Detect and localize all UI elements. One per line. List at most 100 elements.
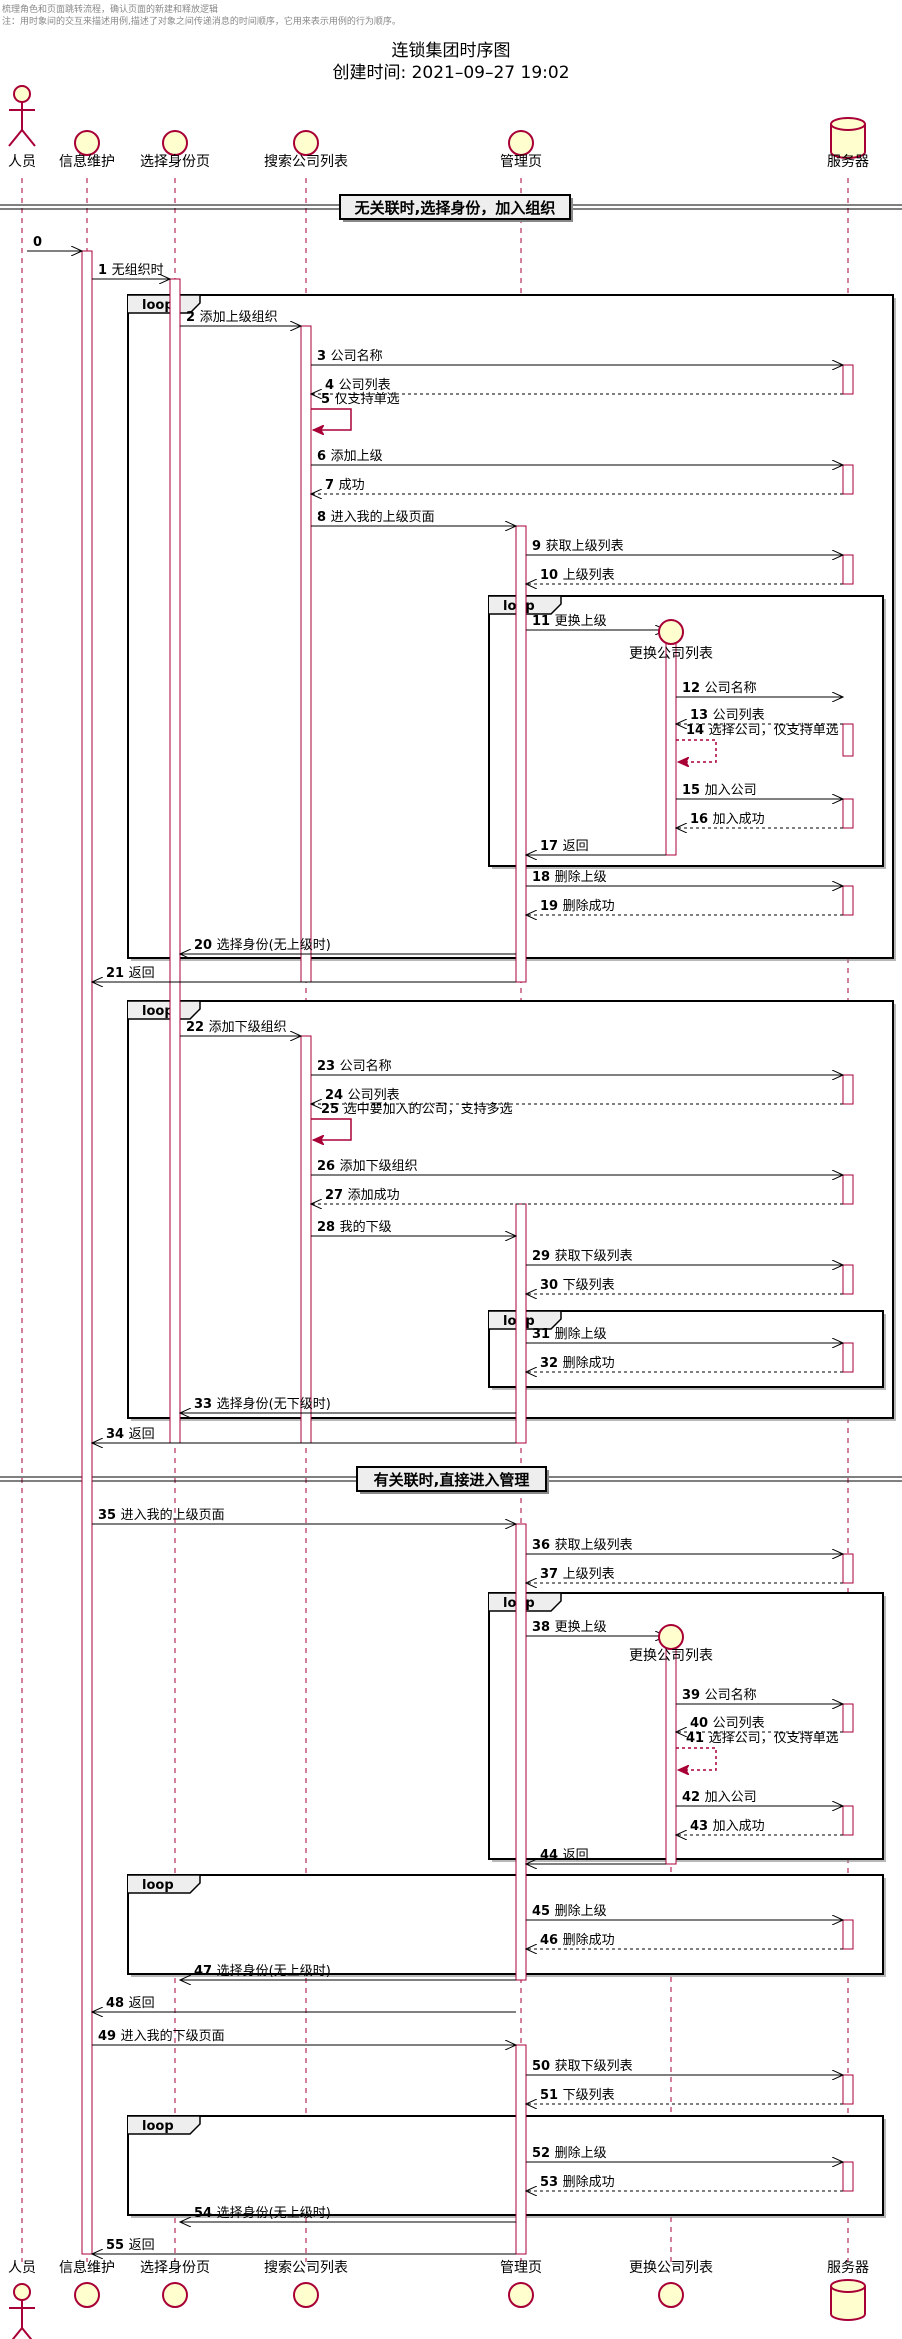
diagram-title: 连锁集团时序图: [391, 41, 511, 61]
loop-frame-5: loop: [488, 1592, 886, 1862]
message-18: 18 删除上级: [526, 870, 843, 886]
message-text: 进入我的上级页面: [121, 1507, 225, 1523]
message-20: 20 选择身份(无上级时): [180, 937, 516, 954]
message-label: 50 获取下级列表: [532, 2059, 633, 2074]
message-text: 删除上级: [555, 1904, 607, 1919]
message-label: 55 返回: [106, 2238, 155, 2253]
message-text: 进入我的上级页面: [331, 509, 435, 525]
message-label: 10 上级列表: [540, 568, 615, 583]
message-number: 35: [98, 1508, 121, 1523]
message-number: 25: [321, 1102, 344, 1117]
message-label: 51 下级列表: [540, 2088, 615, 2103]
message-text: 我的下级: [340, 1219, 392, 1235]
message-label: 38 更换上级: [532, 1620, 607, 1635]
message-number: 32: [540, 1356, 563, 1371]
message-text: 仅支持单选: [335, 392, 400, 407]
actor-icon: [9, 2283, 35, 2339]
message-text: 下级列表: [563, 2088, 615, 2103]
message-text: 成功: [339, 478, 365, 493]
message-text: 添加上级组织: [200, 310, 278, 325]
message-label: 44 返回: [540, 1848, 589, 1863]
message-number: 22: [186, 1020, 209, 1035]
message-48: 48 返回: [92, 1996, 516, 2012]
message-number: 51: [540, 2088, 563, 2103]
message-number: 20: [194, 938, 217, 953]
participant-label: 更换公司列表: [629, 2259, 713, 2276]
message-text: 无组织时: [112, 263, 164, 278]
loop-frame-6: loop: [127, 1874, 886, 1977]
participant-label: 更换公司列表: [629, 645, 713, 662]
database-icon: [830, 117, 866, 159]
message-22: 22 添加下级组织: [180, 1020, 301, 1036]
message-number: 38: [532, 1620, 555, 1635]
participant-label: 更换公司列表: [629, 1647, 713, 1664]
activation-server: [842, 1805, 854, 1836]
loop-frame-7: loop: [127, 2115, 886, 2218]
message-text: 选择公司，仅支持单选: [709, 1731, 839, 1746]
participant-user-top: 人员: [8, 85, 36, 170]
activation-server: [842, 1264, 854, 1295]
database-icon: [830, 2279, 866, 2321]
boundary-icon: [293, 130, 319, 156]
loop-label: loop: [142, 298, 174, 313]
message-32: 32 删除成功: [526, 1356, 843, 1372]
message-label: 26 添加下级组织: [317, 1159, 418, 1174]
message-label: 48 返回: [106, 1996, 155, 2011]
message-text: 上级列表: [563, 1567, 615, 1582]
participant-manage-top: 管理页: [500, 130, 542, 170]
message-label: 2 添加上级组织: [186, 310, 278, 325]
boundary-icon: [162, 130, 188, 156]
message-6: 6 添加上级: [311, 449, 843, 465]
participant-label: 人员: [8, 2260, 36, 2276]
boundary-icon: [74, 130, 100, 156]
message-41: 41 选择公司，仅支持单选: [676, 1731, 839, 1770]
activation-search: [300, 1035, 312, 1444]
message-44: 44 返回: [526, 1848, 666, 1864]
message-label: 54 选择身份(无上级时): [194, 2205, 331, 2221]
message-number: 48: [106, 1996, 129, 2011]
message-label: 18 删除上级: [532, 870, 607, 885]
message-text: 公司列表: [713, 708, 765, 723]
message-text: 选择公司，仅支持单选: [709, 723, 839, 738]
activation-server: [842, 885, 854, 916]
message-25: 25 选中要加入的公司，支持多选: [311, 1101, 513, 1140]
message-text: 选中要加入的公司，支持多选: [344, 1101, 513, 1117]
message-number: 2: [186, 310, 200, 325]
message-3: 3 公司名称: [311, 348, 843, 365]
message-label: 1 无组织时: [98, 263, 164, 278]
message-23: 23 公司名称: [311, 1058, 843, 1075]
activation-manage: [515, 525, 527, 983]
message-number: 16: [690, 812, 713, 827]
message-number: 18: [532, 870, 555, 885]
message-text: 选择身份(无上级时): [217, 1963, 331, 1979]
message-number: 54: [194, 2206, 217, 2221]
message-text: 返回: [129, 966, 155, 981]
message-text: 加入成功: [713, 1819, 765, 1834]
message-15: 15 加入公司: [676, 783, 843, 799]
message-label: 7 成功: [325, 478, 365, 493]
message-text: 获取下级列表: [555, 1249, 633, 1264]
message-number: 13: [690, 708, 713, 723]
message-text: 加入公司: [705, 783, 757, 798]
message-14: 14 选择公司，仅支持单选: [676, 723, 839, 762]
participant-search-top: 搜索公司列表: [264, 130, 348, 170]
message-number: 49: [98, 2029, 121, 2044]
participant-search-bottom: 搜索公司列表: [264, 2259, 348, 2308]
message-label: 0: [33, 235, 42, 250]
message-number: 33: [194, 1397, 217, 1412]
message-number: 44: [540, 1848, 563, 1863]
participant-info-bottom: 信息维护: [59, 2259, 115, 2308]
message-text: 添加成功: [348, 1188, 400, 1203]
self-message-arrow: [676, 739, 717, 762]
message-26: 26 添加下级组织: [311, 1159, 843, 1175]
message-5: 5 仅支持单选: [311, 392, 400, 430]
diagram-created-time: 创建时间: 2021–09–27 19:02: [332, 63, 570, 83]
message-text: 更换上级: [555, 614, 607, 629]
message-text: 公司名称: [705, 1687, 757, 1703]
message-text: 返回: [563, 1848, 589, 1863]
message-label: 16 加入成功: [690, 812, 765, 827]
message-11: 11 更换上级: [526, 614, 666, 630]
section-divider-1: 无关联时,选择身份，加入组织: [0, 194, 902, 222]
message-number: 53: [540, 2175, 563, 2190]
